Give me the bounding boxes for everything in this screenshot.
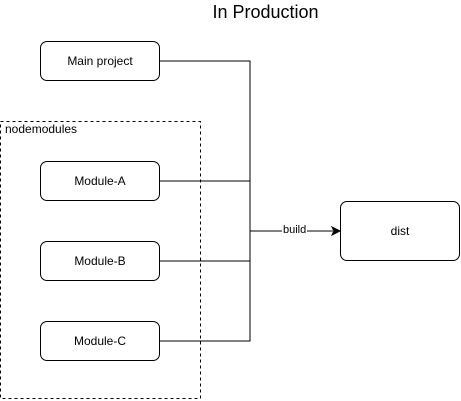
main-project-node[interactable]: Main project bbox=[40, 41, 160, 81]
module-b-node[interactable]: Module-B bbox=[40, 241, 160, 281]
module-a-label: Module-A bbox=[74, 174, 126, 188]
module-c-node[interactable]: Module-C bbox=[40, 321, 160, 361]
connector-module-b bbox=[160, 231, 251, 262]
dist-node[interactable]: dist bbox=[340, 201, 460, 261]
nodemodules-group-border bbox=[0, 121, 201, 399]
module-c-label: Module-C bbox=[73, 334, 127, 348]
module-a-node[interactable]: Module-A bbox=[40, 161, 160, 201]
main-project-label: Main project bbox=[67, 54, 133, 68]
connector-module-c bbox=[160, 231, 251, 342]
dist-label: dist bbox=[390, 224, 410, 238]
diagram-title: In Production bbox=[212, 2, 319, 22]
nodemodules-group-label: nodemodules bbox=[5, 122, 78, 136]
module-b-label: Module-B bbox=[74, 254, 126, 268]
build-arrowhead bbox=[330, 225, 342, 237]
build-edge-label: build bbox=[282, 224, 308, 237]
connector-main-project bbox=[160, 60, 251, 231]
